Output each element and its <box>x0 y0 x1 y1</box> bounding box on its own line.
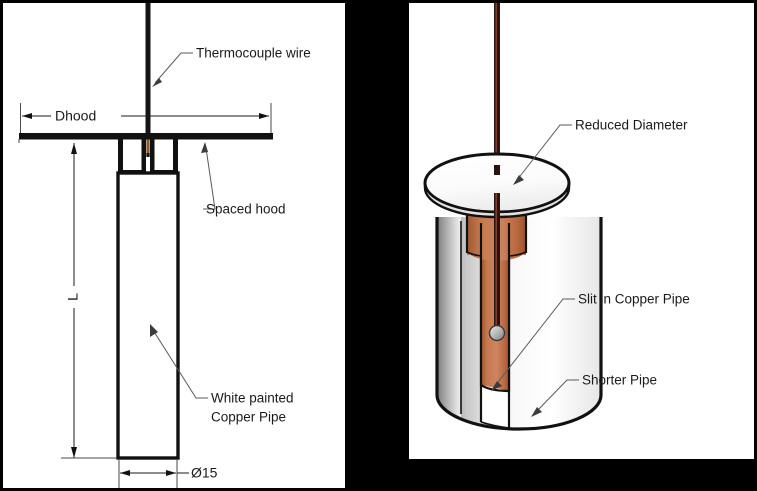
left-panel-svg: Dhood <box>18 3 311 488</box>
label-reduced-diameter: Reduced Diameter <box>575 118 688 133</box>
reduced-diameter-hood-disc <box>423 152 571 219</box>
dimension-dhood: Dhood <box>20 103 272 137</box>
label-spaced-hood: Spaced hood <box>206 202 286 217</box>
dimension-pipe-diameter: Ø15 <box>118 460 218 488</box>
left-panel-schematic: Dhood <box>3 3 345 488</box>
label-white-painted-copper-pipe-line1: White painted <box>211 391 294 406</box>
dimension-label-length: L <box>65 293 81 301</box>
leader-spaced-hood: Spaced hood <box>201 142 286 217</box>
copper-pipe-body <box>116 171 180 460</box>
leader-shorter-pipe: Shorter Pipe <box>531 373 657 417</box>
label-thermocouple-wire: Thermocouple wire <box>196 46 311 61</box>
thermocouple-wire-lower <box>488 165 506 342</box>
dimension-length: L <box>18 139 117 459</box>
thermocouple-wire-upper <box>494 3 500 165</box>
right-panel-svg: Reduced Diameter Slit in Copper Pipe Sho… <box>423 3 690 431</box>
dimension-label-pipe-diameter: Ø15 <box>191 465 218 481</box>
right-panel-render: Reduced Diameter Slit in Copper Pipe Sho… <box>409 3 754 459</box>
leader-thermocouple-wire: Thermocouple wire <box>152 46 311 87</box>
label-slit-in-copper-pipe: Slit in Copper Pipe <box>578 292 690 307</box>
leader-slit-in-copper-pipe: Slit in Copper Pipe <box>491 292 690 391</box>
label-shorter-pipe: Shorter Pipe <box>582 373 657 388</box>
label-white-painted-copper-pipe-line2: Copper Pipe <box>211 410 286 425</box>
thermocouple-wire-shape <box>145 3 151 157</box>
spaced-hood-plate <box>19 133 273 140</box>
leader-reduced-diameter: Reduced Diameter <box>513 118 688 185</box>
dimension-label-dhood: Dhood <box>55 108 96 124</box>
leader-white-painted-copper-pipe: White painted Copper Pipe <box>150 324 294 425</box>
